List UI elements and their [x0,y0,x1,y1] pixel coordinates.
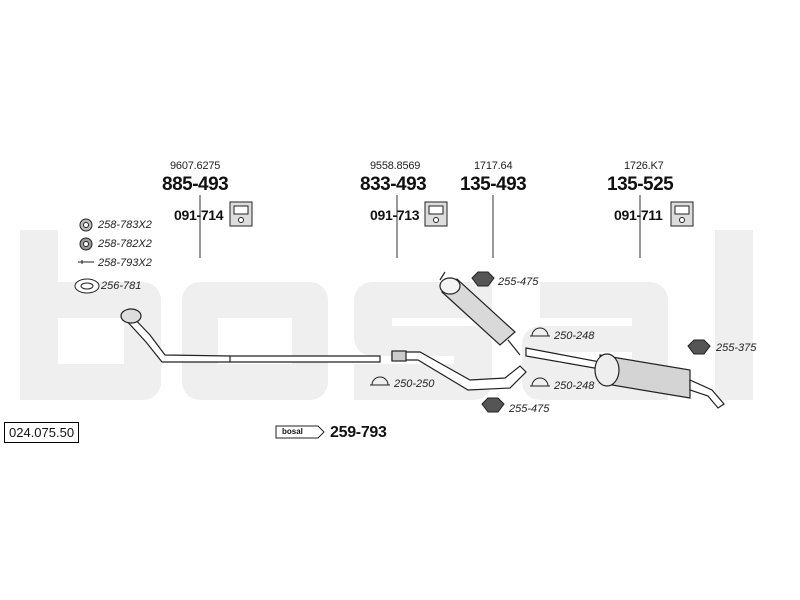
ref-number-3: 1717.64 [474,160,513,172]
middle-pipe-sleeve [391,350,407,362]
front-silencer-inlet [439,271,446,281]
clamp-icon-c3 [530,377,550,387]
front-silencer-outlet [507,339,521,356]
left-part-3: 258-793X2 [98,257,152,269]
mount-number-714: 091-714 [174,207,224,223]
watermark-b-stem [20,230,58,400]
rear-tailpipe [689,379,725,409]
flange-ring-hole [80,282,94,290]
mount-icons [229,201,694,227]
part-number-135-493: 135-493 [460,174,527,195]
watermark-l [715,230,753,400]
clamp-icon-c2 [530,327,550,337]
front-silencer [439,271,521,356]
kit-logo: bosal [282,427,303,436]
clamp-label-c2: 250-248 [554,330,595,342]
mount-icon-714 [229,201,253,227]
nut-label-n1: 255-475 [498,276,539,288]
front-silencer-end [439,277,461,295]
kit-part-number: 259-793 [330,424,387,441]
ref-number-2: 9558.8569 [370,160,421,172]
nut-icons [471,271,711,413]
mount-number-713: 091-713 [370,207,420,223]
nut-icon-n2 [481,397,505,413]
nut-label-n2: 255-475 [509,403,550,415]
mount-number-711: 091-711 [614,207,663,223]
front-pipe [120,308,381,363]
clamp-icon-c1 [370,376,390,386]
part-number-135-525: 135-525 [607,174,674,195]
bolt-icon [78,260,94,264]
rear-silencer [525,347,725,409]
ref-number-4: 1726.K7 [624,160,664,172]
kit-box [275,425,325,439]
part-number-833: 833-493 [360,174,427,195]
nut-icon-n3 [687,339,711,355]
gasket-icon-2-hole [83,241,89,247]
clamp-icons [370,327,550,387]
middle-pipe [391,350,527,391]
watermark-o [182,282,328,400]
catalog-number: 024.075.50 [4,422,80,443]
gasket-icon-1-hole [83,222,89,228]
clamp-label-c1: 250-250 [394,378,435,390]
nut-icon-n1 [471,271,495,287]
middle-pipe-outline [391,351,527,391]
clamp-label-c3: 250-248 [554,380,595,392]
left-part-2: 258-782X2 [98,238,152,250]
part-number-885: 885-493 [162,174,229,195]
mount-icon-713 [424,201,448,227]
leader-lines [199,195,641,258]
left-part-1: 258-783X2 [98,219,152,231]
watermark-s [354,282,492,400]
ref-number-1: 9607.6275 [170,160,221,172]
left-gaskets [74,218,100,294]
left-part-4: 256-781 [101,280,142,292]
front-pipe-outline [123,311,381,363]
front-flange [120,308,142,324]
nut-label-n3: 255-375 [716,342,757,354]
rear-silencer-end [594,353,620,387]
kit-box-shape [275,425,325,439]
mount-icon-711 [670,201,694,227]
